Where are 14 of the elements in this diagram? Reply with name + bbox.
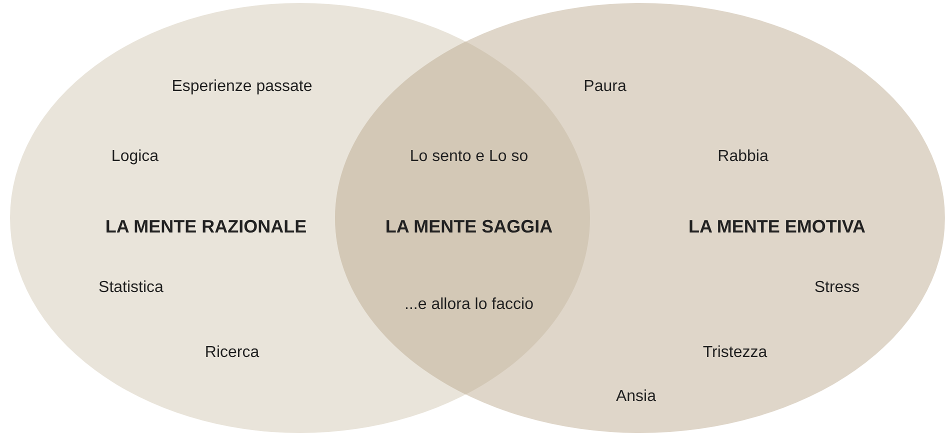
keyword-label: Stress [814,279,860,297]
keyword-label: Ricerca [204,344,260,362]
keyword-label: ...e allora lo faccio [404,296,534,314]
region-title: LA MENTE RAZIONALE [105,216,307,238]
keyword-label: Paura [584,78,626,96]
keyword-label: Esperienze passate [172,78,312,96]
keyword-label: Statistica [98,279,164,297]
keyword-label: Logica [111,148,159,166]
keyword-label: Rabbia [718,148,768,166]
keyword-label: Tristezza [702,344,768,362]
keyword-label: Ansia [616,388,656,406]
keyword-label: Lo sento e Lo so [410,148,528,166]
region-title: LA MENTE SAGGIA [385,216,553,238]
region-title: LA MENTE EMOTIVA [688,216,866,238]
